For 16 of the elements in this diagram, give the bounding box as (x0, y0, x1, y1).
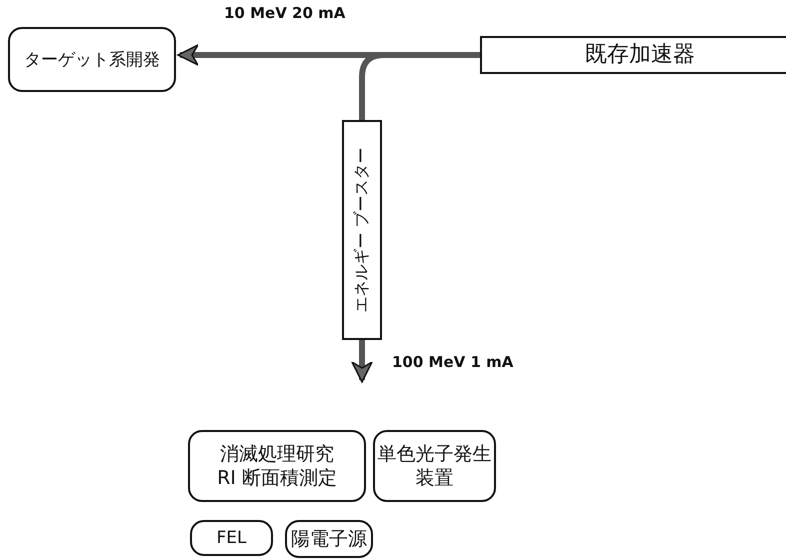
accelerator-box (480, 36, 786, 74)
node-text: 単色光子発生装置 (376, 442, 492, 490)
node-text: RI 断面積測定 (217, 466, 337, 490)
node-text: 陽電子源 (291, 527, 367, 551)
booster-box (342, 120, 382, 340)
process-box (190, 520, 273, 556)
node-text: 消滅処理研究 (220, 442, 334, 466)
process-box (373, 430, 496, 502)
node-text: エネルギー ブースター (351, 147, 372, 313)
process-box (8, 27, 176, 92)
beam-arrow (351, 340, 373, 383)
node-text: ターゲット系開発 (24, 48, 160, 72)
node-text: 既存加速器 (585, 43, 695, 67)
node-text: FEL (216, 527, 246, 550)
process-box (285, 520, 373, 558)
process-box (188, 430, 366, 502)
